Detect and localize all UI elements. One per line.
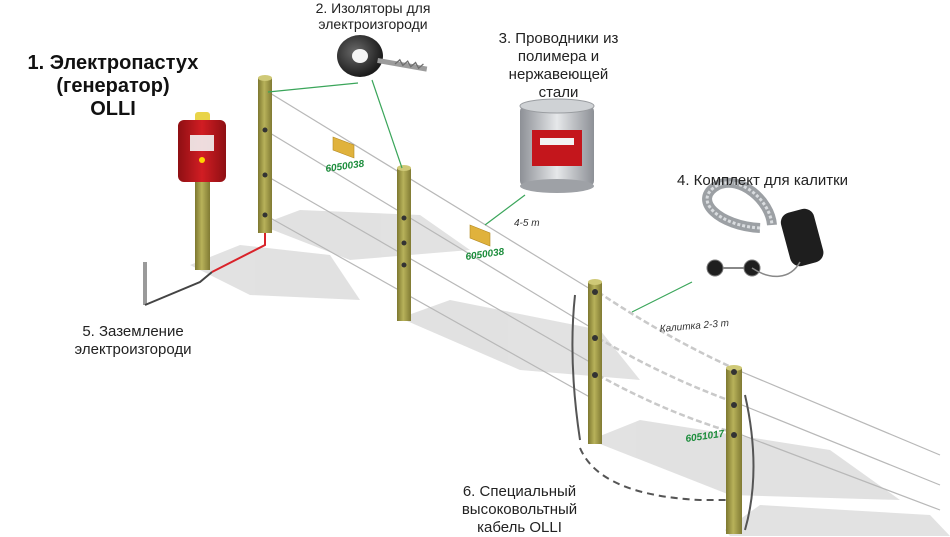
label-generator: 1. Электропастух (генератор) OLLI xyxy=(27,52,199,120)
sign-code-3: 6051017 xyxy=(685,429,726,445)
label-conductors: 3. Проводники из полимера и нержавеющей … xyxy=(498,30,619,101)
label-insulators: 2. Изоляторы для электроизгороди xyxy=(315,0,431,32)
leader-lines xyxy=(267,79,693,313)
sign-code-1: 6050038 xyxy=(325,159,366,175)
generator-olli xyxy=(178,112,226,270)
label-grounding: 5. Заземление электроизгороди xyxy=(74,323,192,358)
insulator-icon xyxy=(337,35,428,77)
conductor-spool-icon xyxy=(519,98,595,193)
gate-kit-icon xyxy=(702,177,824,277)
label-gate-kit: 4. Комплект для калитки xyxy=(676,172,849,189)
gate-tapes xyxy=(597,290,743,437)
ground-shadows xyxy=(190,210,950,536)
fence-wires xyxy=(264,89,941,511)
hv-cable xyxy=(571,294,755,531)
grounding-rod xyxy=(143,262,213,306)
gate-width-label: Калитка 2-3 m xyxy=(659,318,729,335)
warning-signs xyxy=(332,136,491,247)
label-hv-cable: 6. Специальный высоковольтный кабель OLL… xyxy=(461,483,578,536)
post-spacing-label: 4-5 m xyxy=(514,218,540,229)
sign-code-2: 6050038 xyxy=(465,247,506,263)
post-insulators xyxy=(262,127,737,438)
